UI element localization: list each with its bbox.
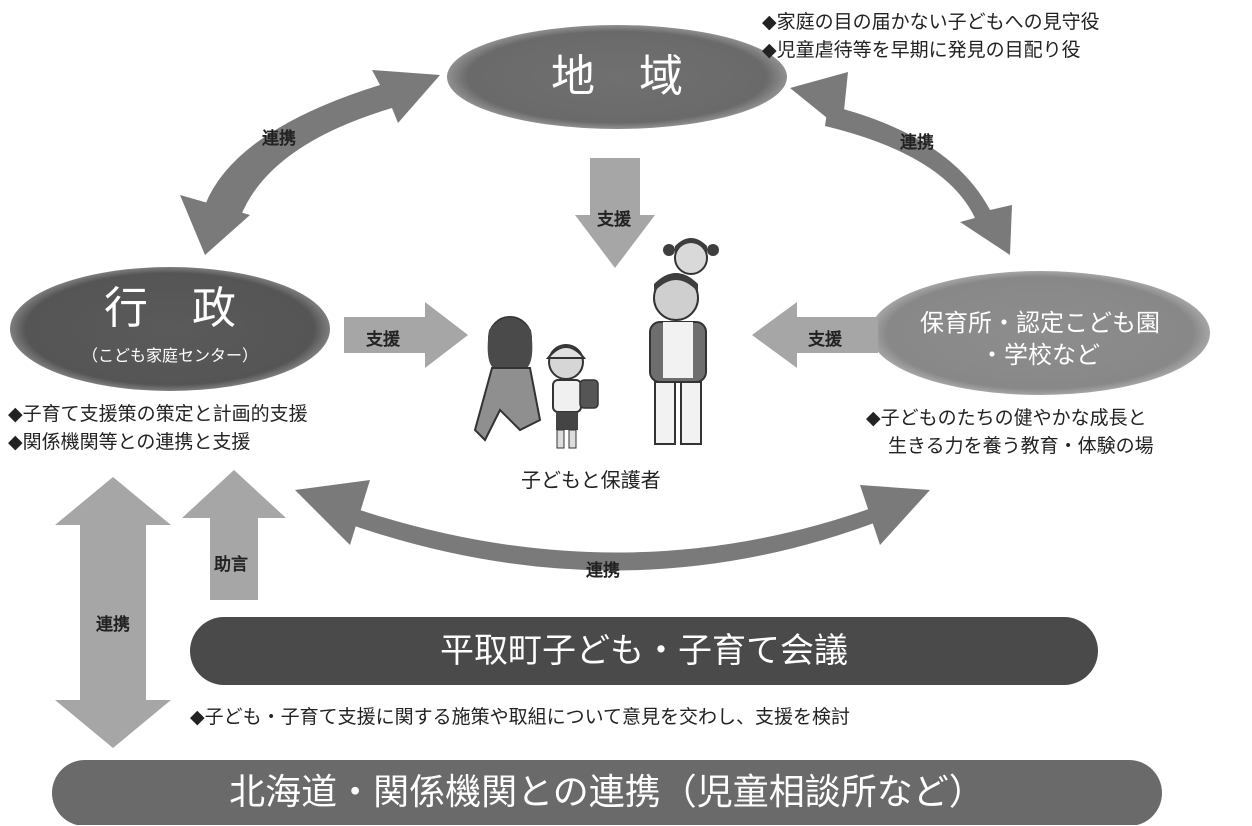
arrow-admin-region <box>180 70 440 255</box>
arrow-vertical-left <box>55 477 171 748</box>
council-title: 平取町子ども・子育て会議 <box>440 631 848 671</box>
admin-note-2: ◆関係機関等との連携と支援 <box>8 431 251 453</box>
arrow-advice-up <box>182 470 286 600</box>
label-from-school: 支援 <box>808 330 842 350</box>
region-notes: ◆家庭の目の届かない子どもへの見守役 ◆児童虐待等を早期に発見の目配り役 <box>762 8 1100 64</box>
school-oval <box>870 271 1210 395</box>
arrow-admin-school <box>295 480 930 571</box>
label-left-top: 連携 <box>262 129 296 149</box>
school-title-line2: ・学校など <box>980 341 1100 369</box>
hokkaido-bar <box>52 760 1162 825</box>
arrow-region-school <box>790 72 1012 255</box>
center-label: 子どもと保護者 <box>521 468 661 492</box>
label-advice: 助言 <box>214 555 248 575</box>
school-title-line1: 保育所・認定こども園 <box>920 309 1160 337</box>
region-title: 地 域 <box>551 51 683 102</box>
hokkaido-title: 北海道・関係機関との連携（児童相談所など） <box>229 772 985 813</box>
family-illustration <box>473 238 719 449</box>
admin-notes: ◆子育て支援策の策定と計画的支援 ◆関係機関等との連携と支援 <box>8 400 308 456</box>
label-right-top: 連携 <box>900 133 934 153</box>
school-notes: ◆子どものたちの健やかな成長と 生きる力を養う教育・体験の場 <box>866 404 1154 460</box>
admin-oval <box>10 267 330 391</box>
region-note-2: ◆児童虐待等を早期に発見の目配り役 <box>762 39 1081 61</box>
admin-subtitle: （こども家庭センター） <box>81 346 258 365</box>
admin-title: 行 政 <box>104 283 236 334</box>
arrow-from-school <box>752 302 878 368</box>
school-note-1: ◆子どものたちの健やかな成長と <box>866 407 1147 429</box>
label-bottom-curve: 連携 <box>586 561 620 581</box>
region-note-1: ◆家庭の目の届かない子どもへの見守役 <box>762 11 1100 33</box>
council-note: ◆子ども・子育て支援に関する施策や取組について意見を交わし、支援を検討 <box>190 706 851 728</box>
admin-note-1: ◆子育て支援策の策定と計画的支援 <box>8 403 308 425</box>
label-down: 支援 <box>597 210 631 230</box>
label-vertical-left: 連携 <box>96 615 130 635</box>
label-from-admin: 支援 <box>366 330 400 350</box>
region-oval <box>447 25 787 129</box>
arrow-region-down <box>575 158 655 268</box>
council-bar <box>190 617 1098 685</box>
school-note-2: 生きる力を養う教育・体験の場 <box>888 435 1154 457</box>
arrow-from-admin <box>344 302 468 368</box>
